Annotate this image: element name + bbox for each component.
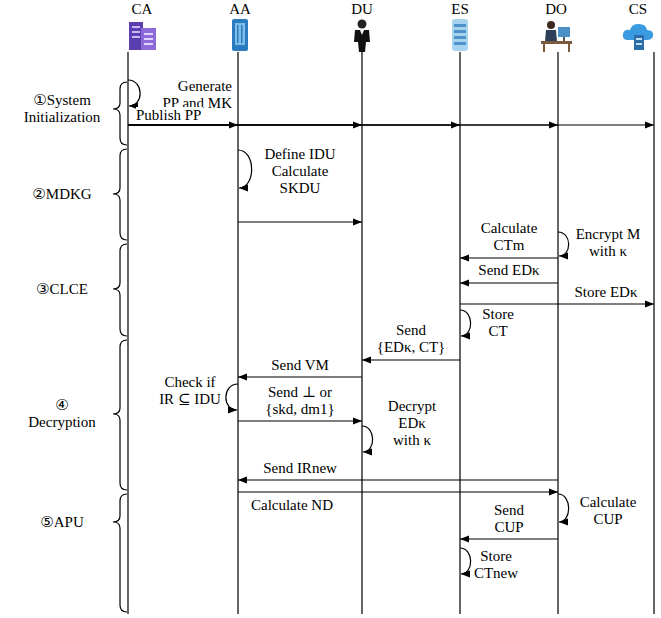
phase-label: ③CLCE: [36, 281, 89, 298]
lifeline: [361, 52, 362, 614]
message-label: Send VM: [271, 357, 330, 374]
step-note: Check if IR ⊆ IDU: [159, 374, 222, 408]
message-label: Send {EDκ, CT}: [376, 322, 446, 356]
phase-label: ④ Decryption: [28, 397, 97, 431]
message-label: Publish PP: [136, 107, 203, 124]
phase-bracket: [113, 82, 127, 145]
message-label: Calculate CTm: [480, 220, 538, 254]
participant: DO: [534, 1, 578, 52]
phase-label: ⑤APU: [40, 514, 85, 531]
participant-icon: [538, 18, 574, 52]
participant-name: CS: [616, 1, 660, 18]
lifeline: [237, 52, 238, 614]
participant: AA: [218, 1, 262, 52]
participant-name: CA: [120, 1, 164, 18]
phase-bracket: [113, 149, 127, 240]
participant: ES: [438, 1, 482, 52]
message-arrow: [238, 420, 362, 421]
participant-name: DU: [340, 1, 384, 18]
lifelines: [128, 52, 654, 614]
message-arrow: [238, 221, 362, 222]
lifeline: [557, 52, 558, 614]
step-note: Calculate CUP: [579, 494, 637, 528]
participant: CA: [120, 1, 164, 52]
phase-brackets: [113, 82, 127, 612]
message-arrows: [128, 125, 654, 539]
message-label: Calculate ND: [250, 497, 334, 514]
participant-icon: [344, 18, 380, 52]
self-loops: [128, 80, 569, 574]
message-arrow: [460, 538, 558, 539]
message-arrow: [460, 303, 654, 304]
message-label: Send EDκ: [478, 262, 541, 279]
self-loop: [460, 548, 471, 574]
message-label: Send CUP: [494, 502, 525, 536]
lifeline: [127, 52, 128, 614]
participant-name: AA: [218, 1, 262, 18]
phase-label: ②MDKG: [32, 186, 93, 203]
message-label: Send ⊥ or {skd, dm1}: [265, 384, 336, 418]
self-loop: [226, 384, 238, 410]
self-loop: [238, 150, 252, 188]
phase-bracket: [113, 494, 127, 612]
phase-label: ①System Initialization: [23, 92, 101, 126]
message-arrow: [238, 479, 558, 480]
participant-icon: [442, 18, 478, 52]
participant-icon: [620, 18, 656, 52]
message-arrow: [238, 376, 362, 377]
lifeline: [653, 52, 654, 614]
message-arrow: [238, 491, 558, 492]
participant-icon: [222, 18, 258, 52]
step-note: Store CTnew: [473, 548, 519, 582]
message-arrow: [128, 124, 654, 125]
self-loop: [460, 310, 471, 336]
message-arrow: [460, 282, 558, 283]
participant-name: ES: [438, 1, 482, 18]
self-loop: [558, 494, 569, 522]
lifeline: [459, 52, 460, 614]
self-loop: [128, 80, 140, 106]
participant-name: DO: [534, 1, 578, 18]
self-loop: [558, 232, 569, 256]
message-arrow: [460, 257, 558, 258]
step-note: Store CT: [482, 306, 515, 340]
phase-bracket: [113, 340, 127, 490]
self-loop: [362, 426, 373, 452]
step-note: Define IDU Calculate SKDU: [264, 146, 337, 197]
message-label: Send IRnew: [263, 460, 338, 477]
step-note: Decrypt EDκ with κ: [387, 398, 437, 449]
message-label: Store EDκ: [574, 284, 638, 301]
participant: CS: [616, 1, 660, 52]
participant: DU: [340, 1, 384, 52]
participant-icon: [124, 18, 160, 52]
message-arrow: [362, 359, 460, 360]
step-note: Encrypt M with κ: [572, 226, 644, 260]
phase-bracket: [113, 244, 127, 336]
